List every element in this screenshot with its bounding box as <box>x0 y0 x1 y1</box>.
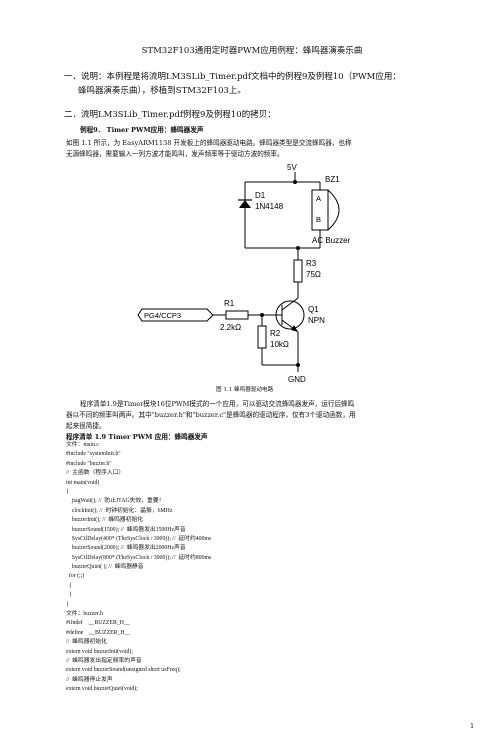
code-line: 文件：buzzer.h <box>66 611 103 618</box>
example-title: 例程9． Timer PWM应用：蜂鸣器发声 <box>80 126 204 134</box>
listing-title: 程序清单 1.9 Timer PWM 应用：蜂鸣器发声 <box>66 433 208 441</box>
code-line: buzzerSound(1500); // 蜂鸣器发出1500Hz声音 <box>66 526 186 533</box>
diode-name: 1N4148 <box>255 202 284 211</box>
input-label: PG4/CCP3 <box>144 311 181 320</box>
code-listing: 文件：main.c #include "systemInit.h" #include… <box>66 442 212 697</box>
code-line: // 蜂鸣器初始化 <box>66 639 107 646</box>
diode-ref: D1 <box>255 191 266 200</box>
r1-value: 2.2kΩ <box>220 323 241 332</box>
code-line: // 蜂鸣器发出指定频率的声音 <box>66 657 142 664</box>
bz-pin-b: B <box>316 215 321 224</box>
code-line: #define __BUZZER_H__ <box>66 629 131 636</box>
code-line: extern void buzzerInit(void); <box>66 648 133 655</box>
page-title: STM32F103通用定时器PWM应用例程：蜂鸣器演奏乐曲 <box>141 46 363 56</box>
code-line: SysCtlDelay(400* (TheSysClock / 3000)); … <box>66 535 212 542</box>
r1-ref: R1 <box>224 299 235 308</box>
gnd-label: GND <box>288 375 306 384</box>
code-line: } <box>66 601 69 608</box>
bz-pin-a: A <box>316 194 321 203</box>
code-line: int main(void) <box>66 479 100 486</box>
para1-line2: 无源蜂鸣器，需要输入一列方波才能鸣叫，发声频率等于驱动方波的频率。 <box>66 150 284 158</box>
code-line: buzzerSound(2000); // 蜂鸣器发出2000Hz声音 <box>66 545 186 552</box>
code-line: // 主函数（程序入口） <box>66 470 125 477</box>
vcc-label: 5V <box>287 163 297 172</box>
code-line: 文件：main.c <box>66 442 100 448</box>
para2-line2: 器以不同的频率叫两声。其中"buzzer.h"和"buzzer.c"是蜂鸣器的驱… <box>66 411 356 419</box>
code-line: clockInit(); // 时钟初始化：晶振，6MHz <box>66 507 173 514</box>
page-number: 1 <box>470 722 475 730</box>
r3-value: 75Ω <box>306 270 321 279</box>
para2-line3: 起来很简捷。 <box>66 422 106 430</box>
code-line: { <box>66 488 69 495</box>
buzzer-driver-circuit: 5V BZ1 A B AC Buzzer D1 1N4148 R3 75Ω R1… <box>137 163 351 384</box>
q1-type: NPN <box>308 316 325 325</box>
section1-line1: 一．说明：本例程是将流明LM3SLib_Timer.pdf文档中的例程9及例程1… <box>64 72 401 82</box>
code-line: #ifndef __BUZZER_H__ <box>66 620 130 627</box>
q1-ref: Q1 <box>308 305 319 314</box>
r2-ref: R2 <box>270 329 281 338</box>
code-line: // 蜂鸣器停止发声 <box>66 676 113 683</box>
code-line: SysCtlDelay(800* (TheSysClock / 3000)); … <box>66 554 212 561</box>
para2-line1: 程序清单1.9是Timer模块16位PWM模式的一个应用，可以驱动交流蜂鸣器发声… <box>80 400 355 408</box>
code-line: buzzerQuiet( ); // 蜂鸣器静音 <box>66 564 144 571</box>
code-line: #include "buzzer.h" <box>66 460 112 467</box>
section2-heading: 二．流明LM3SLib_Timer.pdf例程9及例程10的拷贝： <box>64 110 276 120</box>
code-line: #include "systemInit.h" <box>66 451 121 458</box>
code-line: buzzerInit(); // 蜂鸣器初始化 <box>66 517 144 524</box>
r2-value: 10kΩ <box>270 340 289 349</box>
bz-name: AC Buzzer <box>312 236 351 245</box>
code-line: extern void buzzerSound(unsigned short u… <box>66 667 181 674</box>
code-line: } <box>66 592 72 599</box>
r3-ref: R3 <box>306 259 317 268</box>
code-line: jtagWait(); // 防止JTAG失效，重要！ <box>66 498 165 505</box>
section1-line2: 蜂鸣器演奏乐曲），移植到STM32F103上。 <box>78 86 246 96</box>
code-line: extern void buzzerQuiet(void); <box>66 686 138 693</box>
para1-line1: 如图 1.1 所示，为 EasyARM1138 开发板上的蜂鸣器驱动电路。蜂鸣器… <box>66 139 352 147</box>
code-line: { <box>66 582 72 589</box>
figure-caption: 图 1.1 蜂鸣器驱动电路 <box>216 387 274 393</box>
bz-ref-label: BZ1 <box>325 175 340 184</box>
code-line: for (;;) <box>66 573 85 580</box>
